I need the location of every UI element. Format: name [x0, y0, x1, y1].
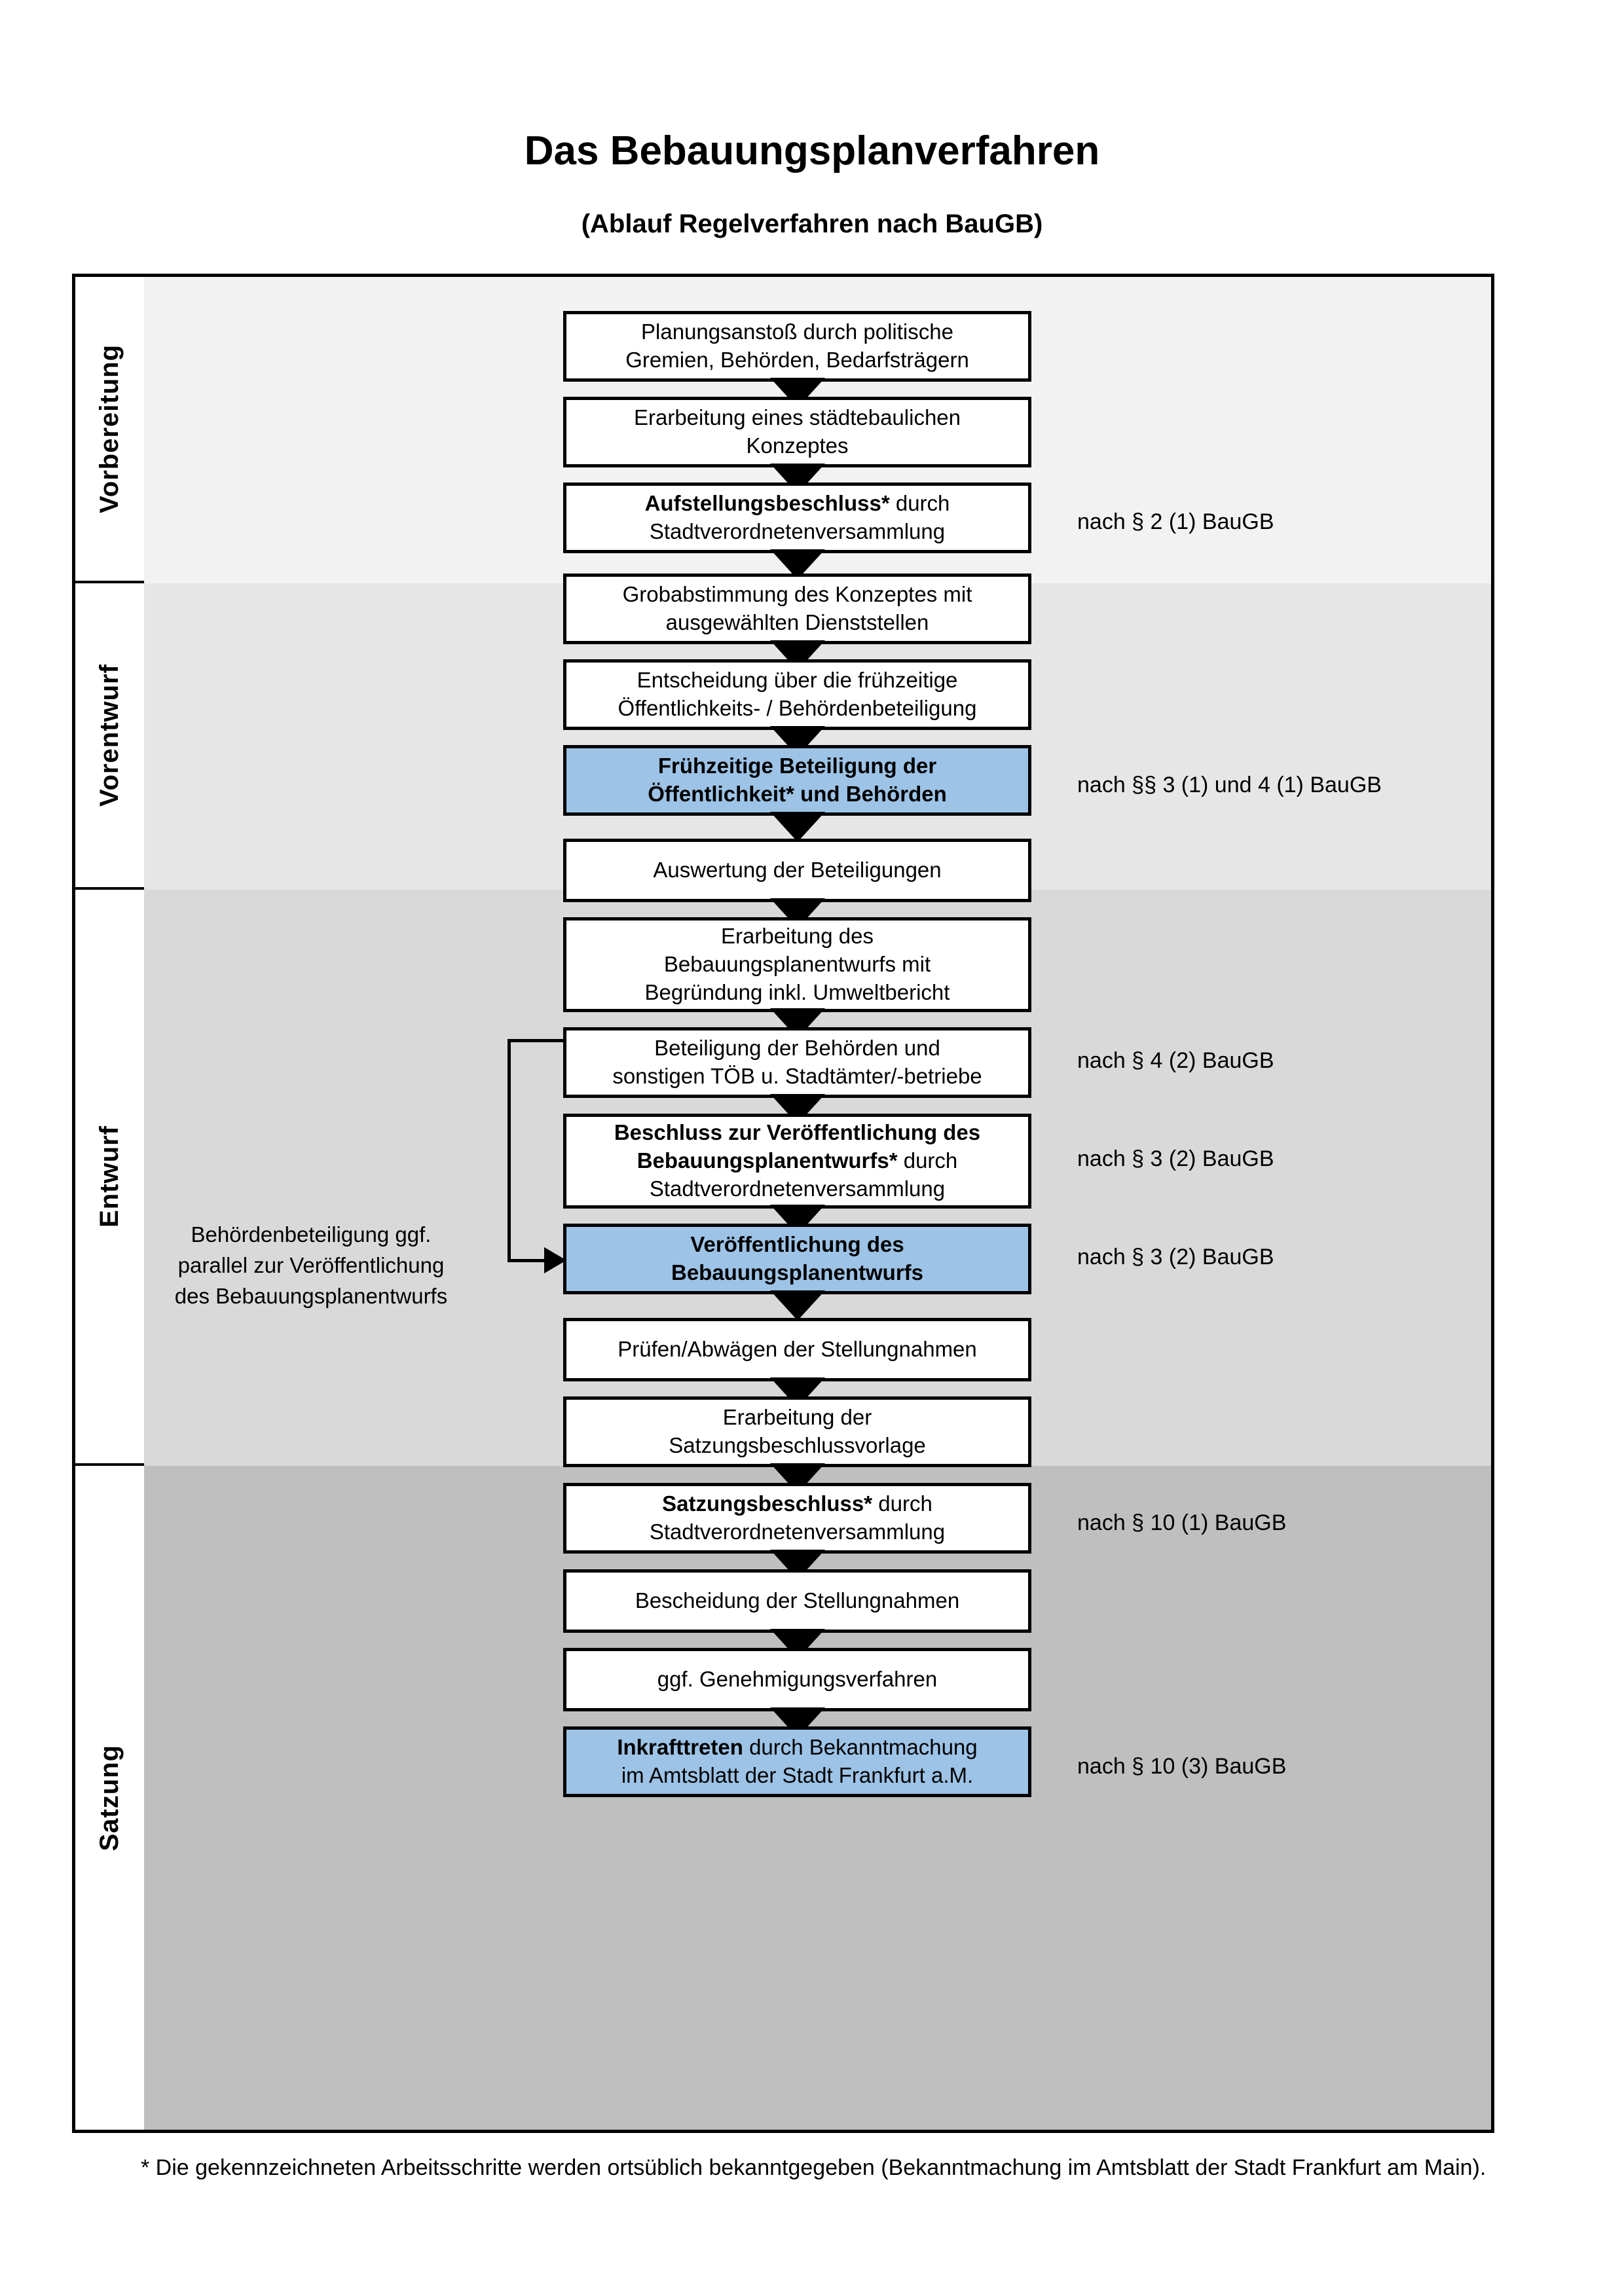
bracket-top-segment [507, 1039, 563, 1042]
flow-node-pruefen-abwaegen[interactable]: Prüfen/Abwägen der Stellungnahmen [563, 1318, 1031, 1381]
note-par10-3: nach § 10 (3) BauGB [1077, 1754, 1287, 1779]
phase-rail-vorentwurf: Vorentwurf [75, 583, 144, 890]
flow-node-genehmigungsverfahren[interactable]: ggf. Genehmigungsverfahren [563, 1648, 1031, 1711]
note-par3-2a: nach § 3 (2) BauGB [1077, 1146, 1274, 1171]
arrow-down-icon [769, 1290, 825, 1321]
phase-label-satzung: Satzung [95, 1744, 124, 1851]
flow-node-auswertung[interactable]: Auswertung der Beteiligungen [563, 839, 1031, 902]
phase-rail-vorbereitung: Vorbereitung [75, 277, 144, 583]
note-par10-1: nach § 10 (1) BauGB [1077, 1510, 1287, 1535]
parallel-process-note: Behördenbeteiligung ggf. parallel zur Ve… [174, 1222, 448, 1308]
flow-node-label: Prüfen/Abwägen der Stellungnahmen [618, 1337, 977, 1362]
bracket-bottom-segment [507, 1259, 547, 1262]
note-par4-2: nach § 4 (2) BauGB [1077, 1048, 1274, 1073]
page-subtitle: (Ablauf Regelverfahren nach BauGB) [581, 210, 1043, 238]
phase-rail-entwurf: Entwurf [75, 890, 144, 1466]
phase-rail-satzung: Satzung [75, 1466, 144, 2130]
page-title: Das Bebauungsplanverfahren [524, 128, 1100, 173]
flow-node-label: ggf. Genehmigungsverfahren [657, 1667, 938, 1692]
phase-label-vorbereitung: Vorbereitung [95, 344, 124, 513]
note-par3-2b: nach § 3 (2) BauGB [1077, 1245, 1274, 1269]
bracket-arrowhead-icon [544, 1247, 566, 1273]
footnote: * Die gekennzeichneten Arbeitsschritte w… [141, 2155, 1486, 2180]
flow-node-label: Auswertung der Beteiligungen [653, 858, 942, 883]
arrow-down-icon [769, 812, 825, 842]
flow-node-bescheidung[interactable]: Bescheidung der Stellungnahmen [563, 1569, 1031, 1633]
bracket-vertical-segment [507, 1039, 511, 1259]
note-par2: nach § 2 (1) BauGB [1077, 509, 1274, 534]
flow-node-label: Bescheidung der Stellungnahmen [635, 1588, 960, 1613]
phase-label-entwurf: Entwurf [95, 1125, 124, 1228]
note-par3-4: nach §§ 3 (1) und 4 (1) BauGB [1077, 773, 1382, 797]
phase-label-vorentwurf: Vorentwurf [95, 663, 124, 807]
